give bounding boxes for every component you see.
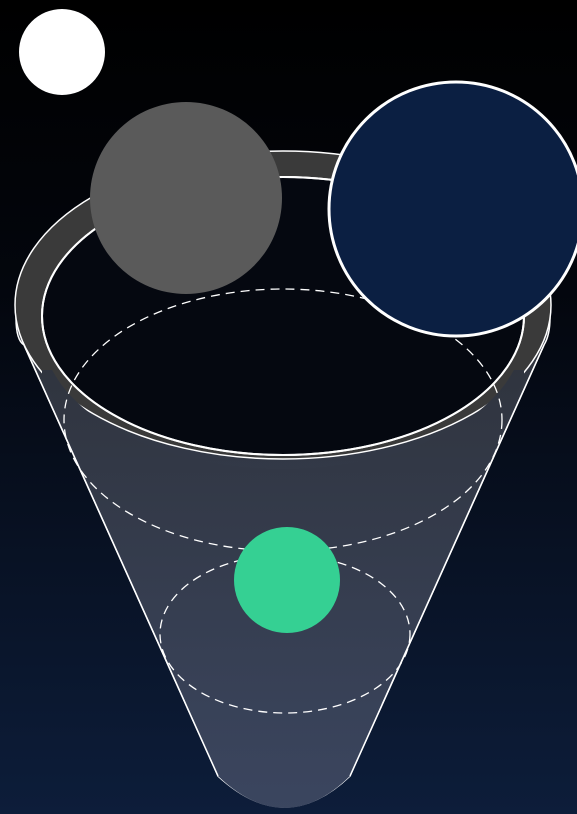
green-ball xyxy=(234,527,340,633)
gray-ball xyxy=(90,102,282,294)
white-ball xyxy=(19,9,105,95)
navy-ball xyxy=(329,82,577,336)
